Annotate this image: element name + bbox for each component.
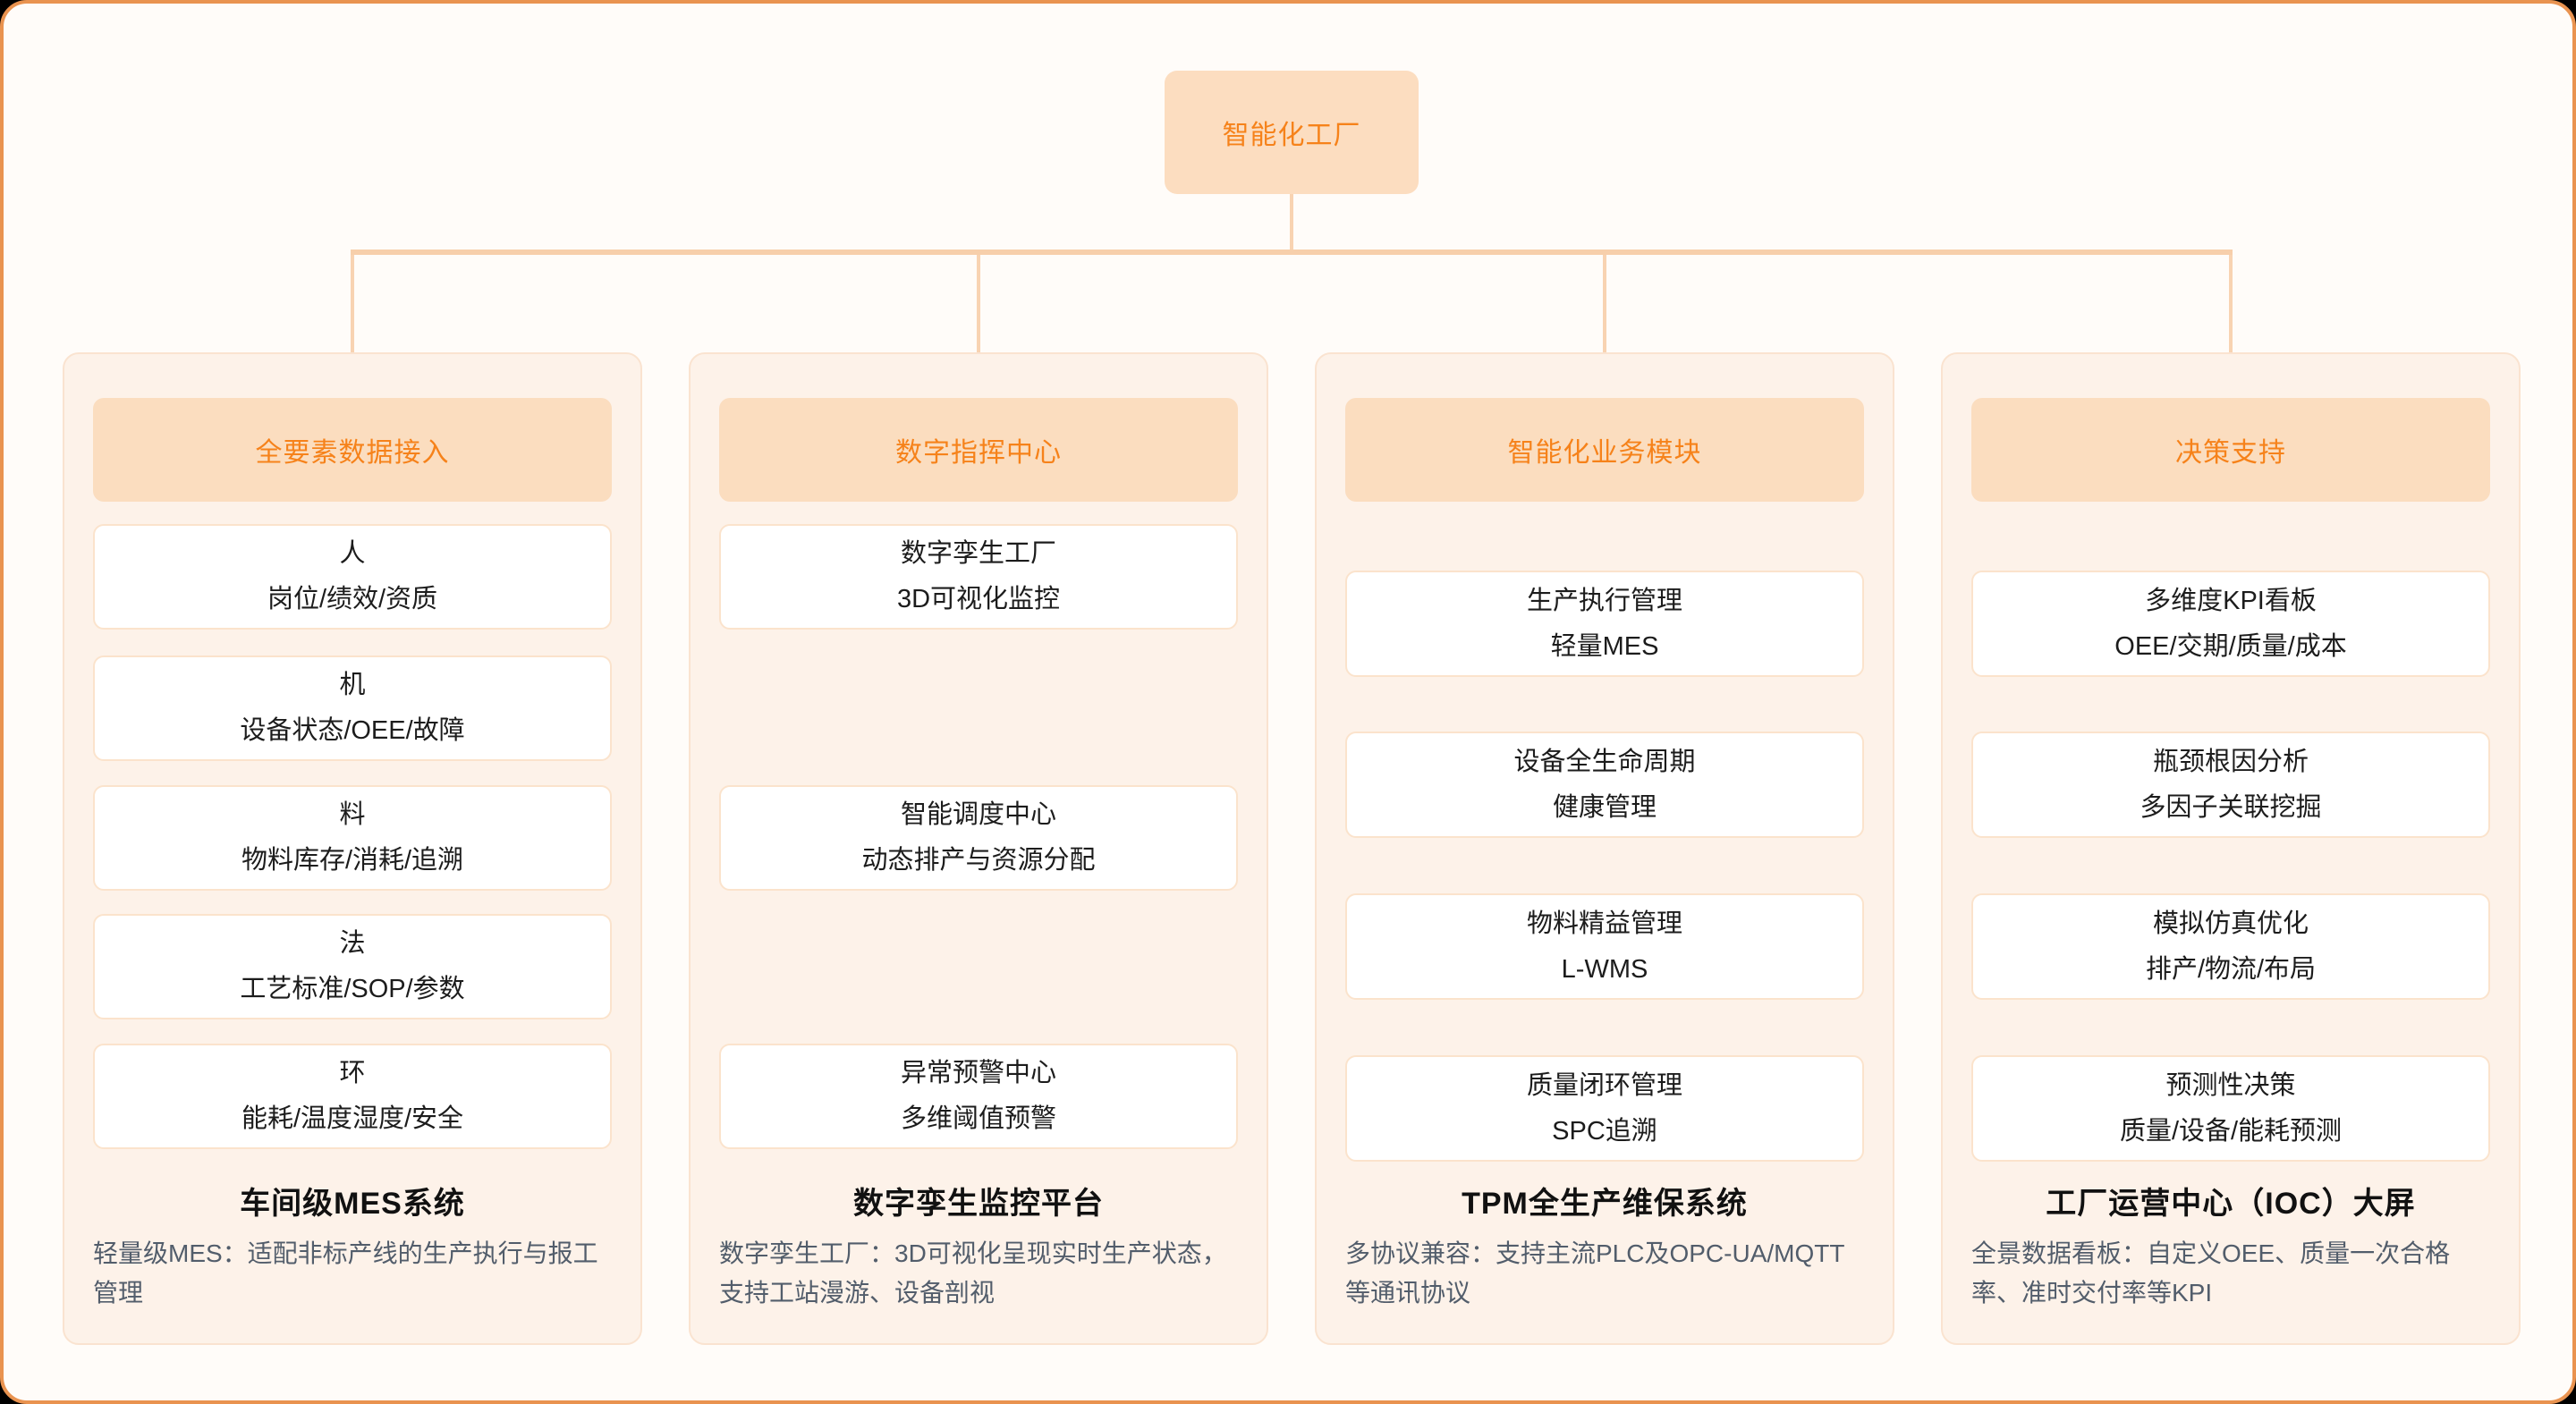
node-subtitle: 设备状态/OEE/故障 [240,716,465,745]
node-subtitle: 工艺标准/SOP/参数 [240,975,465,1003]
node-title: 预测性决策 [2165,1070,2296,1100]
root-node-label: 智能化工厂 [1222,121,1361,150]
node-alert-center: 异常预警中心 多维阈值预警 [719,1044,1238,1149]
node-predictive-decision: 预测性决策 质量/设备/能耗预测 [1971,1055,2490,1162]
node-subtitle: 岗位/绩效/资质 [267,585,438,613]
node-method: 法 工艺标准/SOP/参数 [93,914,612,1019]
node-title: 料 [339,800,366,829]
caption-title: 车间级MES系统 [240,1187,465,1221]
caption-description: 轻量级MES：适配非标产线的生产执行与报工管理 [93,1239,598,1307]
column-command-center: 数字指挥中心 数字孪生工厂 3D可视化监控 智能调度中心 动态排产与资源分配 异… [689,352,1268,1345]
node-title: 物料精益管理 [1526,909,1682,938]
connector-stub-column-1 [351,255,354,353]
node-title: 异常预警中心 [900,1059,1056,1087]
node-subtitle: 多因子关联挖掘 [2140,792,2322,822]
node-subtitle: 3D可视化监控 [896,585,1061,613]
node-environment: 环 能耗/温度湿度/安全 [93,1044,612,1149]
node-title: 智能调度中心 [900,800,1056,829]
node-equipment-lifecycle: 设备全生命周期 健康管理 [1345,732,1864,838]
node-smart-scheduling: 智能调度中心 动态排产与资源分配 [719,785,1238,891]
column-header-pill: 智能化业务模块 [1345,398,1864,502]
caption-description: 数字孪生工厂：3D可视化呈现实时生产状态，支持工站漫游、设备剖视 [719,1239,1227,1307]
node-digital-twin-factory: 数字孪生工厂 3D可视化监控 [719,524,1238,630]
node-title: 人 [339,539,366,568]
node-material: 料 物料库存/消耗/追溯 [93,785,612,891]
node-quality-loop: 质量闭环管理 SPC追溯 [1345,1055,1864,1162]
node-title: 环 [339,1059,366,1087]
node-bottleneck-analysis: 瓶颈根因分析 多因子关联挖掘 [1971,732,2490,838]
node-subtitle: OEE/交期/质量/成本 [2114,631,2347,661]
caption-title: 工厂运营中心（IOC）大屏 [2046,1187,2416,1221]
column-header-pill: 决策支持 [1971,398,2490,502]
node-subtitle: L-WMS [1561,954,1648,984]
caption-description: 全景数据看板：自定义OEE、质量一次合格率、准时交付率等KPI [1971,1239,2451,1307]
connector-stub-column-2 [977,255,980,353]
node-production-execution: 生产执行管理 轻量MES [1345,571,1864,677]
connector-horizontal-bar [351,250,2233,255]
node-subtitle: 多维阈值预警 [900,1104,1056,1133]
column-header-label: 决策支持 [2175,438,2286,468]
node-title: 模拟仿真优化 [2152,909,2309,938]
column-header-pill: 全要素数据接入 [93,398,612,502]
caption-title: 数字孪生监控平台 [853,1187,1104,1221]
node-title: 设备全生命周期 [1513,747,1696,776]
column-business-modules: 智能化业务模块 生产执行管理 轻量MES 设备全生命周期 健康管理 物料精益管理… [1315,352,1894,1345]
column-header-label: 数字指挥中心 [895,438,1062,468]
connector-stub-column-4 [2229,255,2233,353]
columns-row: 全要素数据接入 人 岗位/绩效/资质 机 设备状态/OEE/故障 料 物料库存/… [63,352,2521,1345]
node-title: 生产执行管理 [1526,586,1682,615]
column-header-pill: 数字指挥中心 [719,398,1238,502]
node-subtitle: 轻量MES [1550,631,1659,661]
node-subtitle: 物料库存/消耗/追溯 [241,846,464,875]
node-title: 数字孪生工厂 [900,539,1056,568]
node-person: 人 岗位/绩效/资质 [93,524,612,630]
node-title: 多维度KPI看板 [2145,586,2317,615]
caption-title: TPM全生产维保系统 [1462,1187,1748,1221]
node-subtitle: 能耗/温度湿度/安全 [241,1104,464,1133]
column-header-label: 智能化业务模块 [1507,438,1702,468]
column-decision-support: 决策支持 多维度KPI看板 OEE/交期/质量/成本 瓶颈根因分析 多因子关联挖… [1941,352,2521,1345]
connector-stub-column-3 [1603,255,1606,353]
node-kpi-dashboard: 多维度KPI看板 OEE/交期/质量/成本 [1971,571,2490,677]
column-data-access: 全要素数据接入 人 岗位/绩效/资质 机 设备状态/OEE/故障 料 物料库存/… [63,352,642,1345]
node-title: 瓶颈根因分析 [2152,747,2309,776]
node-subtitle: 健康管理 [1552,792,1657,822]
node-title: 机 [339,671,366,699]
node-title: 法 [339,929,366,958]
node-lean-material: 物料精益管理 L-WMS [1345,893,1864,1000]
connector-root-stub [1290,194,1293,251]
caption-description: 多协议兼容：支持主流PLC及OPC-UA/MQTT等通讯协议 [1345,1239,1845,1307]
node-subtitle: 排产/物流/布局 [2145,954,2317,984]
node-simulation-optimization: 模拟仿真优化 排产/物流/布局 [1971,893,2490,1000]
column-header-label: 全要素数据接入 [255,438,450,468]
root-node: 智能化工厂 [1165,71,1419,194]
node-title: 质量闭环管理 [1526,1070,1682,1100]
node-subtitle: SPC追溯 [1552,1116,1657,1146]
node-subtitle: 动态排产与资源分配 [861,846,1096,875]
node-subtitle: 质量/设备/能耗预测 [2119,1116,2343,1146]
node-machine: 机 设备状态/OEE/故障 [93,655,612,761]
